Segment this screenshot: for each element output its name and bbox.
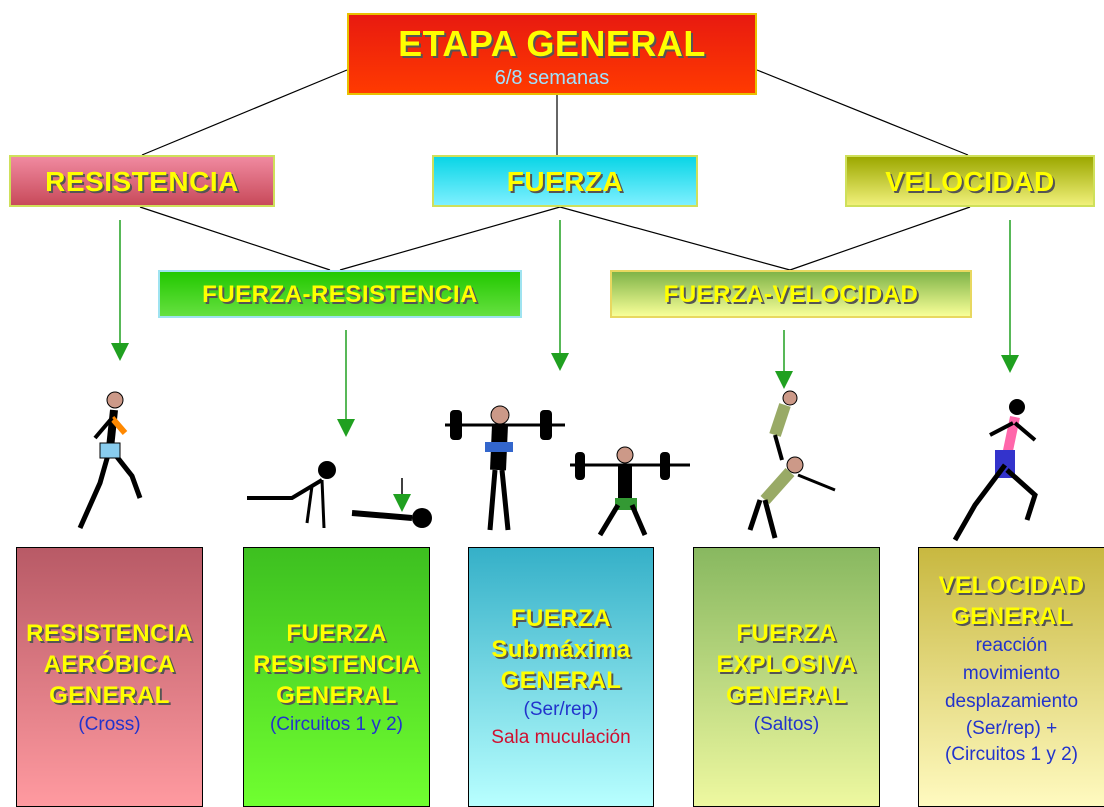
- box-extra-note: Sala muculación: [491, 727, 631, 748]
- box-detail: reacción: [975, 635, 1048, 656]
- main-title: ETAPA GENERAL: [398, 23, 706, 64]
- runner-icon: [77, 391, 143, 530]
- main-subtitle: 6/8 semanas: [494, 67, 610, 89]
- box-title-line: FUERZA: [510, 605, 612, 632]
- subcategory-fuerza-resistencia: FUERZA-RESISTENCIA: [158, 270, 522, 318]
- box-note: (Circuitos 1 y 2): [944, 744, 1079, 765]
- box-note: (Saltos): [753, 714, 820, 735]
- box-velocidad-general: VELOCIDAD GENERAL reacción movimiento de…: [918, 547, 1104, 807]
- box-note: (Ser/rep) +: [965, 718, 1058, 739]
- box-title-line: RESISTENCIA: [253, 651, 420, 678]
- box-detail: desplazamiento: [944, 691, 1079, 712]
- sprinter-icon: [952, 399, 1038, 542]
- box-title-line: FUERZA: [736, 620, 837, 647]
- box-fuerza-resistencia: FUERZA RESISTENCIA GENERAL (Circuitos 1 …: [243, 547, 430, 807]
- box-note: (Cross): [78, 714, 141, 735]
- box-resistencia-aerobica: RESISTENCIA AERÓBICA GENERAL (Cross): [16, 547, 203, 807]
- box-title-line: EXPLOSIVA: [716, 651, 857, 678]
- box-title-line: AERÓBICA: [43, 651, 176, 678]
- box-fuerza-submaxima: FUERZA Submáxima GENERAL (Ser/rep) Sala …: [468, 547, 654, 807]
- box-title-line: GENERAL: [726, 682, 847, 709]
- box-title-line: GENERAL: [276, 682, 397, 709]
- category-resistencia: RESISTENCIA: [9, 155, 275, 207]
- subcategory-fuerza-velocidad: FUERZA-VELOCIDAD: [610, 270, 972, 318]
- box-detail: movimiento: [962, 663, 1061, 684]
- box-title-line: FUERZA: [286, 620, 387, 647]
- box-title-line: GENERAL: [49, 682, 170, 709]
- box-title-line: GENERAL: [951, 603, 1072, 630]
- jump-icon: [747, 390, 836, 539]
- category-fuerza: FUERZA: [432, 155, 698, 207]
- box-fuerza-explosiva: FUERZA EXPLOSIVA GENERAL (Saltos): [693, 547, 880, 807]
- box-note: (Circuitos 1 y 2): [269, 714, 404, 735]
- box-title-line: GENERAL: [500, 667, 622, 694]
- etapa-general-box: ETAPA GENERAL 6/8 semanas: [347, 13, 757, 95]
- category-velocidad: VELOCIDAD: [845, 155, 1095, 207]
- box-title-line: VELOCIDAD: [938, 572, 1085, 599]
- box-note: (Ser/rep): [523, 699, 599, 720]
- push-up-icon: [247, 461, 432, 529]
- weightlifter-icon: [445, 405, 690, 537]
- box-title-line: RESISTENCIA: [26, 620, 193, 647]
- box-title-line: Submáxima: [491, 636, 631, 663]
